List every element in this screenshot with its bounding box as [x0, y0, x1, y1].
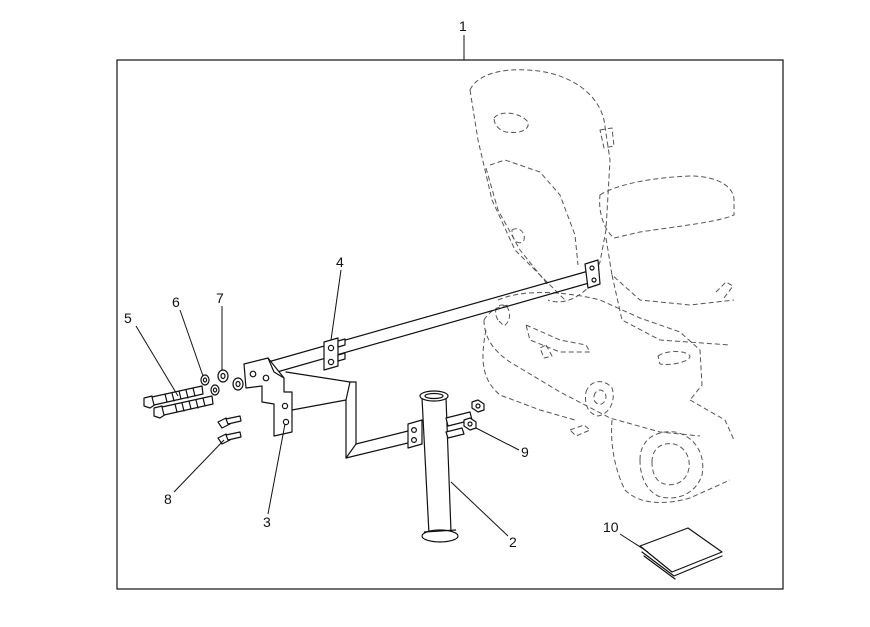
callout-5: 5: [124, 310, 132, 326]
callout-8: 8: [164, 491, 172, 507]
callout-10: 10: [603, 519, 619, 535]
scooter-phantom-outline: [469, 69, 735, 503]
callout-3: 3: [263, 514, 271, 530]
cane-holder-tube: [407, 390, 473, 543]
leader-lines: [135, 269, 649, 553]
kit-boundary-frame: [116, 59, 784, 590]
callout-2: 2: [509, 534, 517, 550]
instruction-manual: [639, 527, 723, 580]
mounting-bar: [267, 259, 601, 375]
spring-washers: [200, 374, 220, 396]
callout-1: 1: [459, 18, 467, 34]
hex-bolts: [143, 385, 214, 419]
mounting-bracket: [243, 357, 293, 437]
callout-7: 7: [216, 290, 224, 306]
bar-clamp-bracket: [323, 337, 346, 371]
holder-arm: [285, 371, 413, 459]
flat-washers: [217, 369, 244, 391]
callout-4: 4: [336, 254, 344, 270]
callout-9: 9: [521, 444, 529, 460]
callout-6: 6: [172, 294, 180, 310]
pan-head-screws: [217, 415, 242, 445]
